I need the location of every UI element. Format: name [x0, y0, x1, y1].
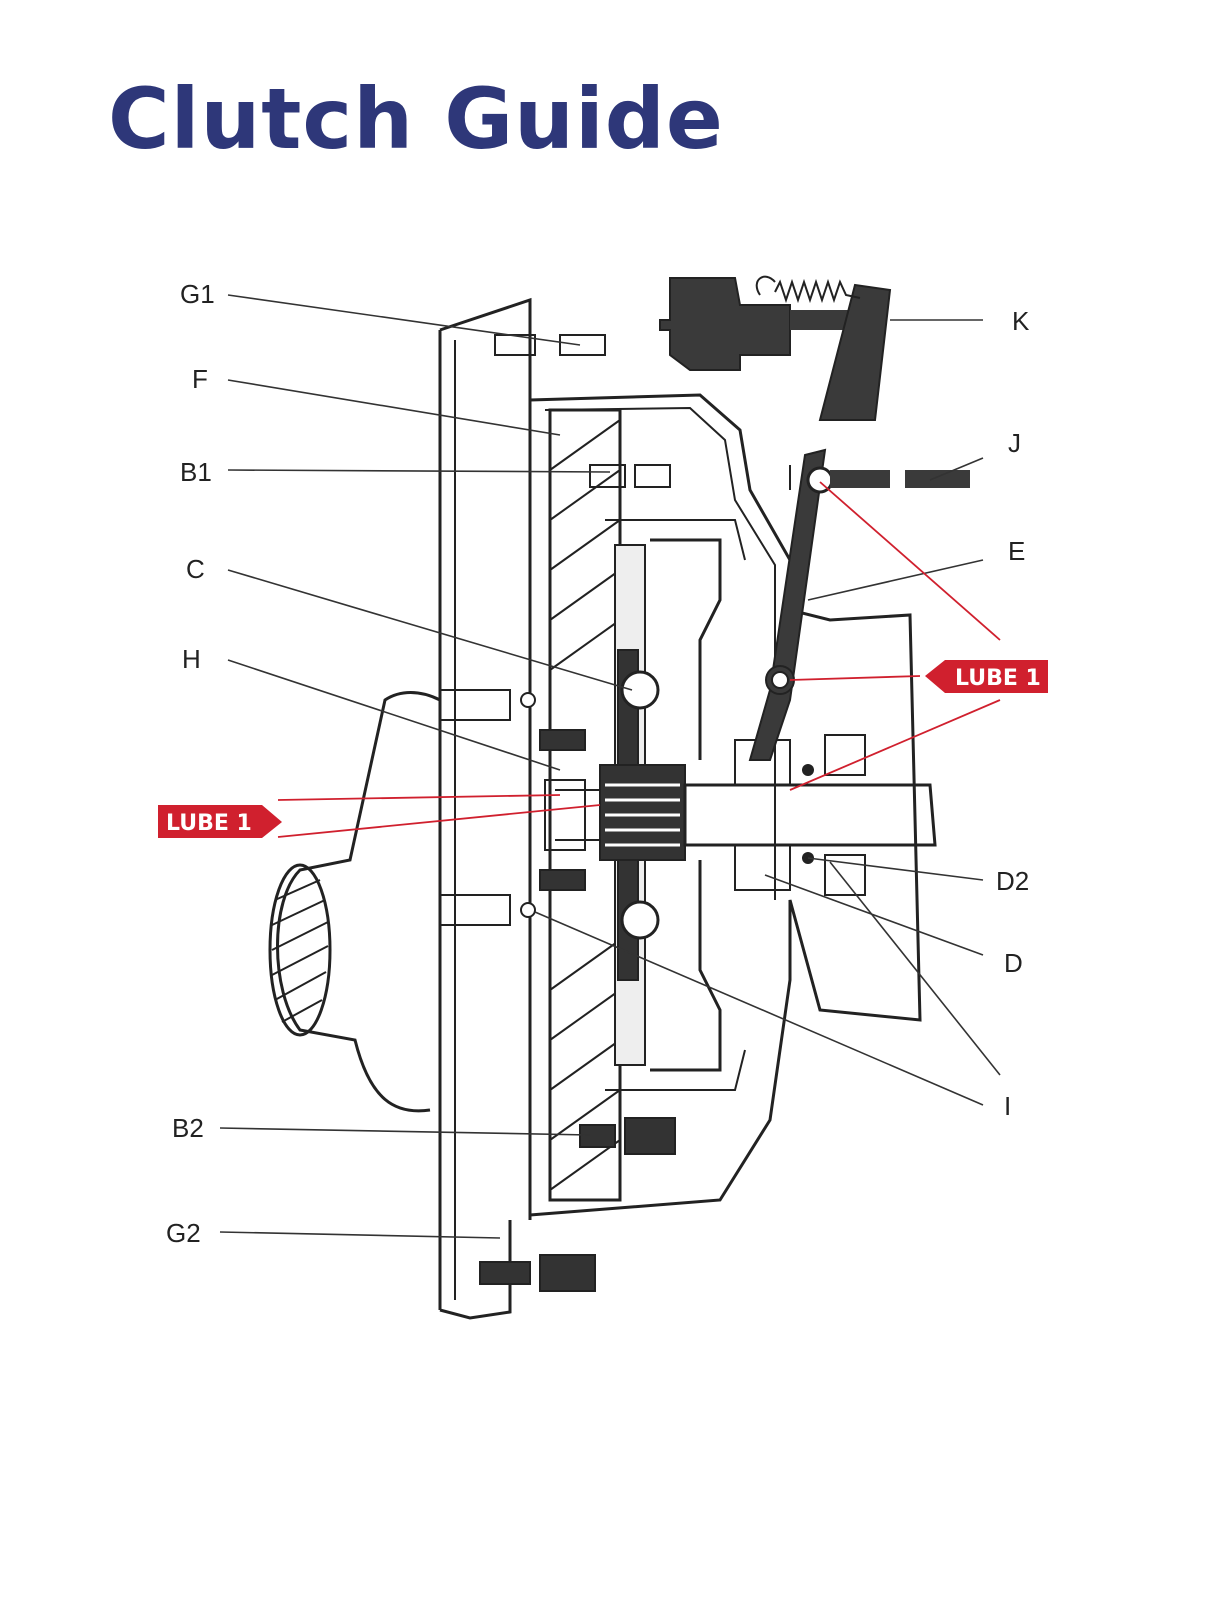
crankshaft: [268, 689, 511, 1113]
clutch-disc-c: [599, 544, 686, 1066]
lube-tag-right: LUBE 1: [925, 660, 1048, 693]
bolt-b1: [589, 464, 671, 488]
lube-lines: [277, 481, 1001, 838]
bolts-mid: [520, 692, 586, 918]
label-b2: B2: [172, 1113, 204, 1143]
bolt-g2: [479, 1254, 596, 1292]
label-j: J: [1008, 428, 1021, 458]
lube-tag-left: LUBE 1: [158, 805, 282, 838]
bolt-b2: [579, 1117, 676, 1155]
label-h: H: [182, 644, 201, 674]
part-labels: G1 F B1 C H B2 G2 K J E D2 D I: [166, 279, 1030, 1248]
lube-tag-right-text: LUBE 1: [955, 666, 1041, 691]
label-b1: B1: [180, 457, 212, 487]
label-g1: G1: [180, 279, 215, 309]
leader-lines: [219, 294, 1001, 1239]
pressure-plate: [605, 519, 746, 1091]
label-i: I: [1004, 1091, 1011, 1121]
page-title: Clutch Guide: [108, 70, 724, 168]
label-d2: D2: [996, 866, 1029, 896]
slave-cylinder-k: [659, 275, 892, 421]
label-k: K: [1012, 306, 1030, 336]
label-g2: G2: [166, 1218, 201, 1248]
clutch-cable-j: [789, 465, 970, 490]
label-c: C: [186, 554, 205, 584]
label-e: E: [1008, 536, 1025, 566]
release-fork-e: [748, 448, 834, 761]
bolt-g1: [494, 334, 606, 356]
bell-housing: [529, 393, 922, 1217]
flywheel-housing: [438, 297, 532, 1320]
lube-tag-left-text: LUBE 1: [166, 811, 252, 836]
label-d: D: [1004, 948, 1023, 978]
input-shaft: [544, 779, 937, 851]
label-f: F: [192, 364, 208, 394]
